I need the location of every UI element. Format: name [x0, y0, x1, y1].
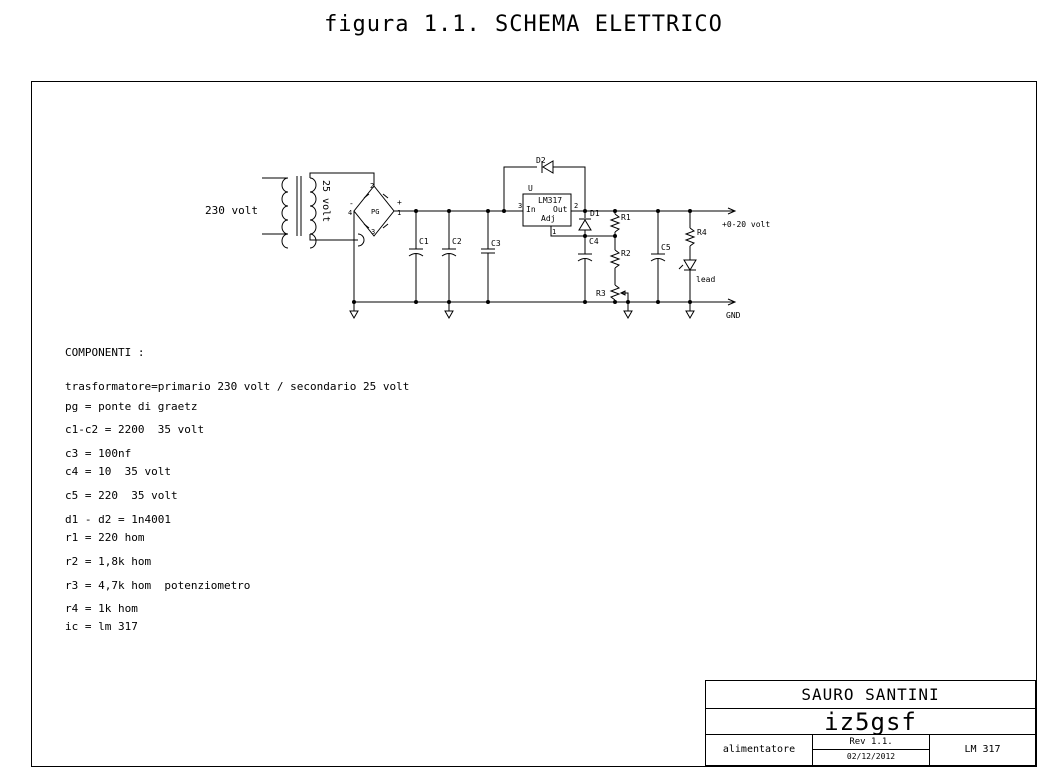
c1-label: C1 — [419, 237, 429, 246]
component-line: r3 = 4,7k hom potenziometro — [65, 579, 251, 592]
c5-label: C5 — [661, 243, 671, 252]
d1-label: D1 — [590, 209, 600, 218]
input-voltage-label: 230 volt — [205, 204, 258, 217]
title-block-date: 02/12/2012 — [813, 750, 930, 765]
lm317-regulator — [522, 193, 572, 227]
bridge-pin-3: 3 — [371, 228, 375, 236]
regulator-part: LM317 — [538, 196, 562, 205]
r2-label: R2 — [621, 249, 631, 258]
bridge-label: PG — [371, 208, 379, 216]
title-block-code: LM 317 — [964, 744, 1001, 755]
regulator-ref: U — [528, 184, 533, 193]
regulator-pin-adj: Adj — [541, 214, 555, 223]
component-line: r1 = 220 hom — [65, 531, 145, 544]
r1-label: R1 — [621, 213, 631, 222]
ground-symbol-2 — [444, 310, 454, 320]
bridge-pin-1: 1 — [397, 209, 401, 217]
component-line: trasformatore=primario 230 volt / second… — [65, 380, 410, 393]
r4-label: R4 — [697, 228, 707, 237]
ground-symbol-1 — [349, 310, 359, 320]
regulator-pin-in: In — [526, 205, 536, 214]
c2-label: C2 — [452, 237, 462, 246]
title-block-project: alimentatore — [706, 735, 813, 765]
component-line: c1-c2 = 2200 35 volt — [65, 423, 205, 436]
c4-label: C4 — [589, 237, 599, 246]
output-voltage-label: +0-20 volt — [722, 220, 770, 229]
bridge-pin-4: 4 — [348, 209, 352, 217]
component-line: r4 = 1k hom — [65, 602, 138, 615]
component-line: ic = lm 317 — [65, 620, 138, 633]
component-line: c4 = 10 35 volt — [65, 465, 171, 478]
transformer-secondary-coil — [309, 177, 317, 249]
ground-symbol-4 — [685, 310, 695, 320]
title-block-callsign: iz5gsf — [706, 709, 1035, 735]
bridge-pin-2: 2 — [370, 182, 374, 190]
drawing-sheet-border — [31, 81, 1037, 767]
component-line: d1 - d2 = 1n4001 — [65, 513, 171, 526]
bridge-rectifier — [353, 185, 395, 237]
transformer-primary-coil — [281, 177, 289, 249]
regulator-pin-3: 3 — [518, 202, 522, 210]
regulator-pin-out: Out — [553, 205, 568, 214]
component-line: pg = ponte di graetz — [65, 400, 198, 413]
bridge-minus: - — [349, 199, 354, 208]
r3-label: R3 — [596, 289, 606, 298]
component-line: r2 = 1,8k hom — [65, 555, 152, 568]
c3-label: C3 — [491, 239, 501, 248]
gnd-label: GND — [726, 311, 741, 320]
d2-label: D2 — [536, 156, 546, 165]
component-line: c5 = 220 35 volt — [65, 489, 178, 502]
led-label: lead — [696, 275, 715, 284]
ground-symbol-3 — [623, 310, 633, 320]
title-block: SAURO SANTINI iz5gsf alimentatore Rev 1.… — [705, 680, 1036, 766]
figure-title: figura 1.1. SCHEMA ELETTRICO — [324, 12, 723, 37]
bridge-plus: + — [397, 198, 402, 207]
transformer-secondary-label: 25 volt — [320, 180, 331, 222]
title-block-revision: Rev 1.1. — [813, 735, 930, 750]
regulator-pin-2: 2 — [574, 202, 578, 210]
regulator-pin-1: 1 — [552, 228, 556, 236]
components-heading: COMPONENTI : — [65, 346, 145, 359]
component-line: c3 = 100nf — [65, 447, 132, 460]
title-block-author: SAURO SANTINI — [706, 681, 1035, 709]
